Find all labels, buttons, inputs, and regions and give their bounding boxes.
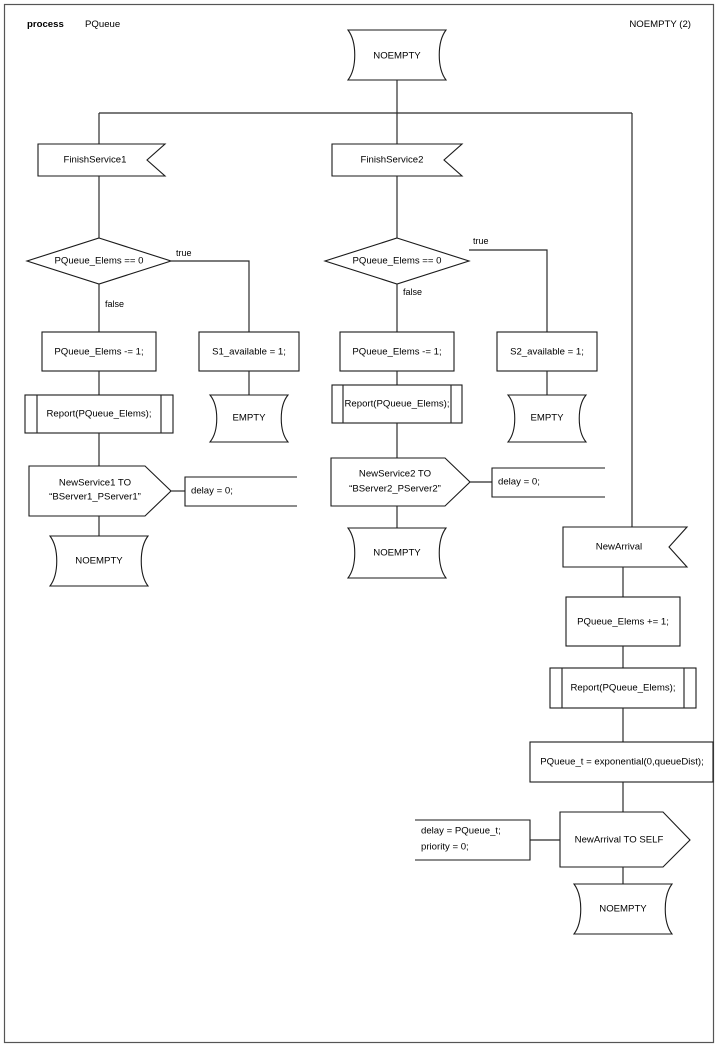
task-pqueue-elems-dec-2[interactable] xyxy=(339,331,455,372)
comment-delay-priority xyxy=(415,819,531,861)
task-pqueue-elems-dec-2-label: PQueue_Elems -= 1; xyxy=(352,347,441,358)
decision-2-false-label: false xyxy=(403,287,422,297)
task-s1-available-label: S1_available = 1; xyxy=(212,347,286,358)
task-s2-available-label: S2_available = 1; xyxy=(510,347,584,358)
task-pqueue-elems-inc-label: PQueue_Elems += 1; xyxy=(577,617,669,628)
decision-1-label: PQueue_Elems == 0 xyxy=(54,256,143,267)
state-empty-2[interactable] xyxy=(506,394,588,443)
output-newarrival-to-self-label: NewArrival TO SELF xyxy=(575,835,664,846)
state-start-noempty[interactable] xyxy=(346,29,448,81)
state-end-noempty-2[interactable] xyxy=(346,527,448,579)
state-empty-2-label: EMPTY xyxy=(530,413,564,424)
state-end-noempty-3-label: NOEMPTY xyxy=(599,904,647,915)
input-finishservice1[interactable] xyxy=(37,143,167,177)
output-newservice2-label-line2: “BServer2_PServer2” xyxy=(349,484,441,495)
output-newservice1-label-line2: “BServer1_PServer1” xyxy=(49,492,141,503)
state-end-noempty-1-label: NOEMPTY xyxy=(75,556,123,567)
decision-1-true-label: true xyxy=(176,248,192,258)
header-process-name: PQueue xyxy=(85,19,120,30)
input-newarrival[interactable] xyxy=(562,526,689,568)
output-newservice2-label-line1: NewService2 TO xyxy=(359,469,431,480)
procedure-report-2[interactable] xyxy=(331,384,463,424)
procedure-report-3[interactable] xyxy=(549,667,697,709)
state-end-noempty-1[interactable] xyxy=(48,535,150,587)
output-newarrival-to-self[interactable] xyxy=(559,811,691,868)
page-border xyxy=(3,3,715,1044)
input-finishservice2[interactable] xyxy=(331,143,464,177)
decision-2-label: PQueue_Elems == 0 xyxy=(352,256,441,267)
conn-dec2-true xyxy=(469,249,548,332)
conn-dec1-true xyxy=(171,260,250,332)
output-newservice1[interactable] xyxy=(28,465,172,517)
header-keyword: process xyxy=(27,19,64,30)
task-pqueue-t-exponential-label: PQueue_t = exponential(0,queueDist); xyxy=(540,757,703,768)
state-start-noempty-label: NOEMPTY xyxy=(373,51,421,62)
input-newarrival-label: NewArrival xyxy=(596,542,642,553)
header-page-label: NOEMPTY (2) xyxy=(629,19,691,30)
decision-2-true-label: true xyxy=(473,236,489,246)
task-s2-available[interactable] xyxy=(496,331,598,372)
output-newservice2[interactable] xyxy=(330,457,471,507)
state-empty-1[interactable] xyxy=(208,394,290,443)
procedure-report-2-label: Report(PQueue_Elems); xyxy=(344,399,449,410)
procedure-report-1[interactable] xyxy=(24,394,174,434)
comment-delay-priority-label-line2: priority = 0; xyxy=(421,842,469,853)
state-end-noempty-3[interactable] xyxy=(572,883,674,935)
comment-delay-priority-label-line1: delay = PQueue_t; xyxy=(421,826,501,837)
task-pqueue-elems-dec-1[interactable] xyxy=(41,331,157,372)
comment-delay-1-label: delay = 0; xyxy=(191,486,233,497)
comment-delay-2-label: delay = 0; xyxy=(498,477,540,488)
task-pqueue-t-exponential[interactable] xyxy=(529,741,714,783)
input-finishservice1-label: FinishService1 xyxy=(64,155,127,166)
state-end-noempty-2-label: NOEMPTY xyxy=(373,548,421,559)
procedure-report-3-label: Report(PQueue_Elems); xyxy=(570,683,675,694)
input-finishservice2-label: FinishService2 xyxy=(361,155,424,166)
output-newservice1-label-line1: NewService1 TO xyxy=(59,478,131,489)
decision-1-false-label: false xyxy=(105,299,124,309)
task-pqueue-elems-dec-1-label: PQueue_Elems -= 1; xyxy=(54,347,143,358)
procedure-report-1-label: Report(PQueue_Elems); xyxy=(46,409,151,420)
task-s1-available[interactable] xyxy=(198,331,300,372)
comment-delay-2 xyxy=(491,467,605,498)
comment-delay-1 xyxy=(184,476,297,507)
state-empty-1-label: EMPTY xyxy=(232,413,266,424)
task-pqueue-elems-inc[interactable] xyxy=(565,596,681,647)
